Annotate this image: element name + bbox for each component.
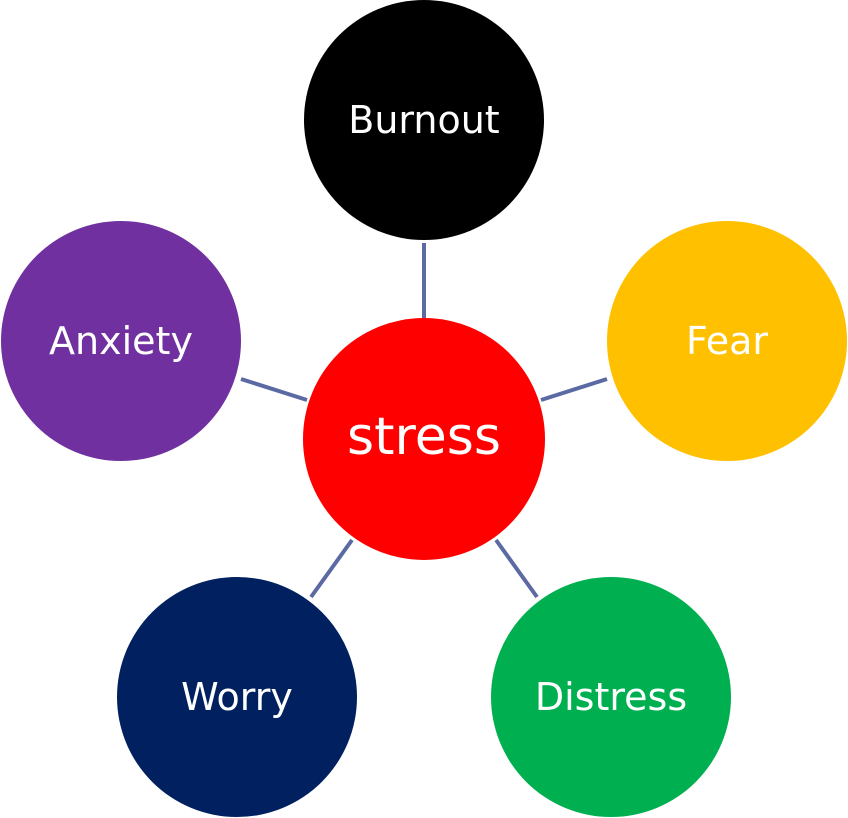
center-node: stress [303,318,545,560]
node-anxiety: Anxiety [1,221,241,461]
node-label-anxiety: Anxiety [49,319,193,363]
node-fear: Fear [607,221,847,461]
node-circle-worry [117,577,357,817]
node-label-fear: Fear [686,319,768,363]
node-circle-distress [491,577,731,817]
node-label-distress: Distress [535,675,687,719]
node-worry: Worry [117,577,357,817]
node-circle-burnout [304,0,544,240]
node-distress: Distress [491,577,731,817]
connector-worry [309,538,354,599]
connector-fear [540,377,608,402]
center-circle [303,318,545,560]
node-burnout: Burnout [304,0,544,240]
node-label-burnout: Burnout [348,98,499,142]
node-circle-anxiety [1,221,241,461]
connector-distress [494,538,539,599]
connector-anxiety [240,377,308,402]
node-label-worry: Worry [181,675,293,719]
node-circle-fear [607,221,847,461]
center-label: stress [347,407,501,467]
